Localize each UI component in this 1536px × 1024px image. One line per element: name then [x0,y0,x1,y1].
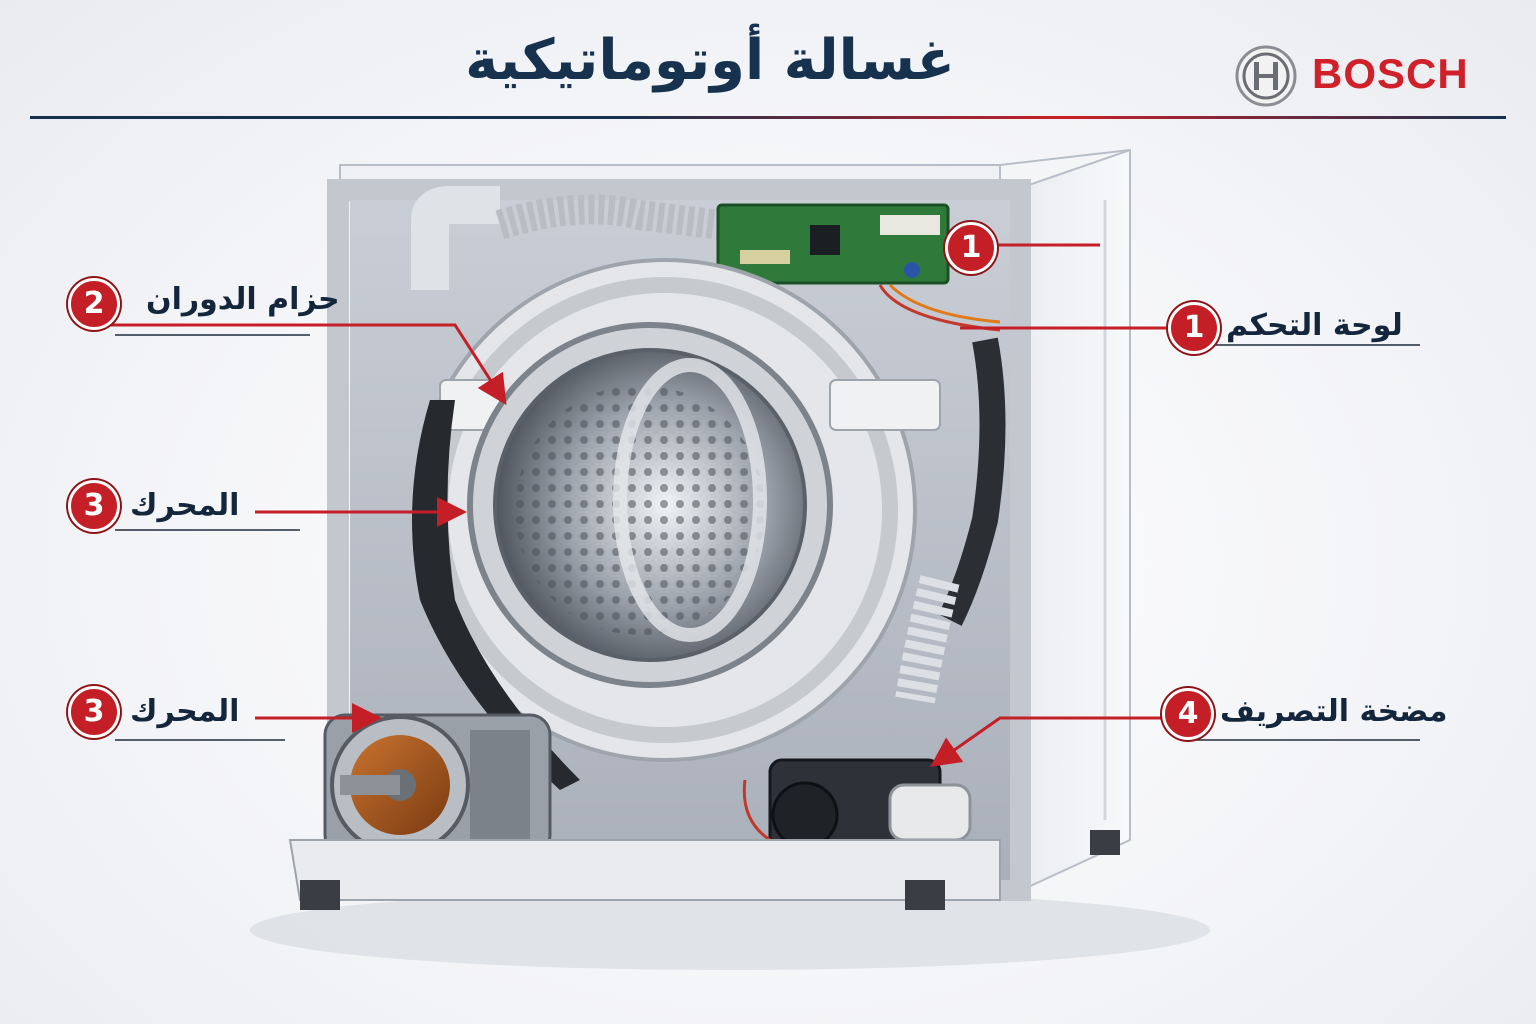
leader-belt [110,323,507,406]
callout-label: حزام الدوران [146,282,340,317]
callout-label: المحرك [130,488,240,523]
header-divider [30,116,1506,119]
motor [323,713,552,857]
foot-back [1090,830,1120,855]
callout-label: مضخة التصريف [1220,694,1448,729]
callout-motor-upper: 3 المحرك [68,478,288,538]
leader-pump [930,716,1165,767]
header: غسالة أوتوماتيكية BOSCH [0,0,1536,120]
callout-control-board: 1 لوحة التحكم [1168,300,1448,360]
brand-name: BOSCH [1312,50,1469,97]
callout-number: 1 [1168,302,1220,354]
callout-number: 2 [68,278,120,330]
callout-motor-lower: 3 المحرك [68,684,288,744]
callout-number: 3 [68,686,120,738]
foot-left [300,880,340,910]
bosch-armature-logo-icon [1235,45,1297,107]
drive-belt [412,400,580,790]
callout-drain-pump: 4 مضخة التصريف [1162,688,1462,748]
callout-number: 3 [68,480,120,532]
callout-label: المحرك [130,694,240,729]
board-marker-badge: 1 [945,222,997,274]
inlet-pipe [411,186,500,290]
drain-hose [938,337,1006,626]
drain-pump [742,758,972,852]
brand-logo: BOSCH [1234,44,1504,108]
foot-right [905,880,945,910]
callout-label: لوحة التحكم [1226,308,1403,343]
callout-number: 4 [1162,688,1214,740]
callout-drive-belt: 2 حزام الدوران [68,278,340,338]
cabinet-base [288,839,1001,901]
board-chip [810,225,840,255]
floor-shadow [250,890,1210,970]
page-title: غسالة أوتوماتيكية [465,28,955,93]
